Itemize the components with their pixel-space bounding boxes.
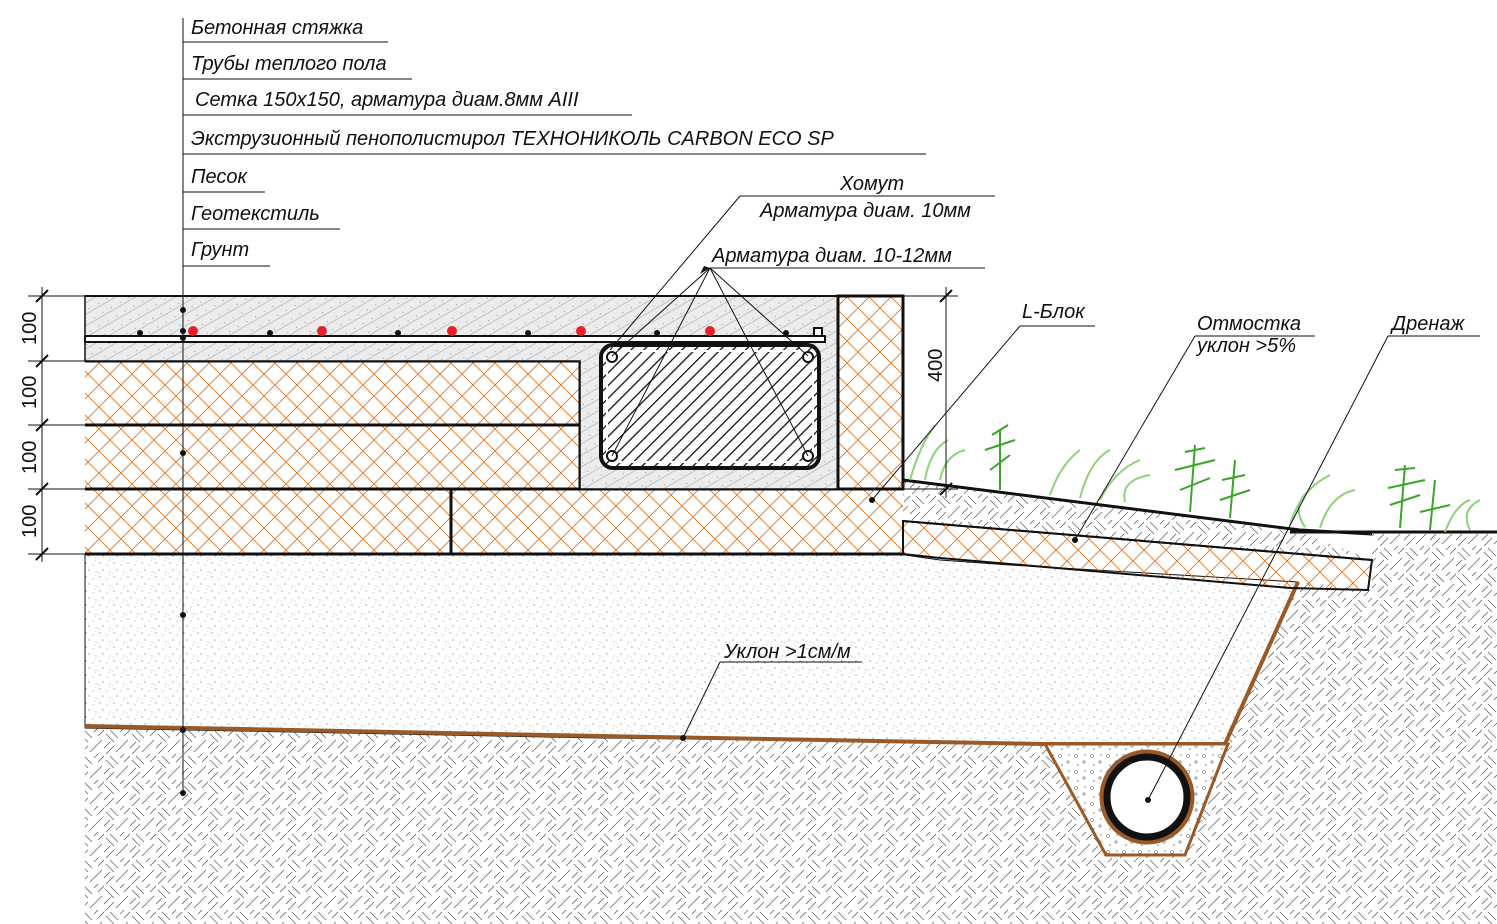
label-concrete-screed: Бетонная стяжка bbox=[191, 17, 363, 39]
callout-arrowhead bbox=[700, 266, 710, 274]
grass-plants bbox=[909, 424, 1481, 533]
drain-pipe bbox=[1103, 753, 1191, 841]
beam-corner-bars bbox=[606, 351, 814, 462]
callout-slope: Уклон >1см/м bbox=[723, 641, 851, 663]
label-soil: Грунт bbox=[191, 239, 249, 261]
callout-dots bbox=[680, 497, 1151, 803]
label-sand: Песок bbox=[191, 166, 249, 188]
xps-layer-3 bbox=[85, 489, 903, 554]
callout-blind-area: Отмостка bbox=[1197, 313, 1301, 335]
blind-area-surface bbox=[902, 478, 1373, 536]
left-dimension-chain bbox=[28, 287, 85, 562]
callout-l-block: L-Блок bbox=[1022, 301, 1086, 323]
label-rebar-mesh: Сетка 150х150, арматура диам.8мм AIII bbox=[195, 89, 579, 111]
drain-pipe-wrap bbox=[1099, 749, 1195, 845]
xps-layer-2 bbox=[85, 425, 580, 489]
label-xps: Экструзионный пенополистирол ТЕХНОНИКОЛЬ… bbox=[191, 128, 834, 150]
beam-core bbox=[599, 343, 821, 470]
layer-leader bbox=[180, 18, 186, 796]
label-heating-pipes: Трубы теплого пола bbox=[191, 53, 387, 75]
callout-rebar-10: Арматура диам. 10мм bbox=[759, 200, 971, 222]
right-dimension bbox=[903, 287, 958, 498]
callout-stirrup: Хомут bbox=[839, 173, 904, 195]
label-geotextile: Геотекстиль bbox=[191, 203, 320, 225]
callout-drainage: Дренаж bbox=[1390, 313, 1465, 335]
callout-blind-area-slope: уклон >5% bbox=[1195, 335, 1296, 357]
underfloor-heating-pipes bbox=[188, 326, 715, 336]
dim-layer-4: 100 bbox=[19, 505, 41, 538]
callout-rebar-10-12: Арматура диам. 10-12мм bbox=[711, 245, 952, 267]
mesh-end-clip bbox=[813, 327, 823, 337]
rebar-mesh bbox=[84, 335, 826, 343]
callout-leaders bbox=[609, 195, 1480, 801]
dim-layer-1: 100 bbox=[19, 312, 41, 345]
blind-area-bottom bbox=[902, 520, 1373, 561]
l-block bbox=[836, 294, 905, 491]
blind-area-soil bbox=[903, 480, 1372, 560]
beam-stirrup bbox=[606, 350, 814, 463]
label-underlines bbox=[183, 41, 926, 267]
dim-total: 400 bbox=[925, 349, 947, 382]
mesh-dots bbox=[137, 330, 789, 336]
dim-layer-2: 100 bbox=[19, 376, 41, 409]
sand-layer bbox=[84, 554, 1299, 746]
layer-labels: Бетонная стяжка Трубы теплого пола Сетка… bbox=[191, 17, 834, 261]
dim-layer-3: 100 bbox=[19, 441, 41, 474]
xps-layer-1 bbox=[85, 361, 580, 425]
